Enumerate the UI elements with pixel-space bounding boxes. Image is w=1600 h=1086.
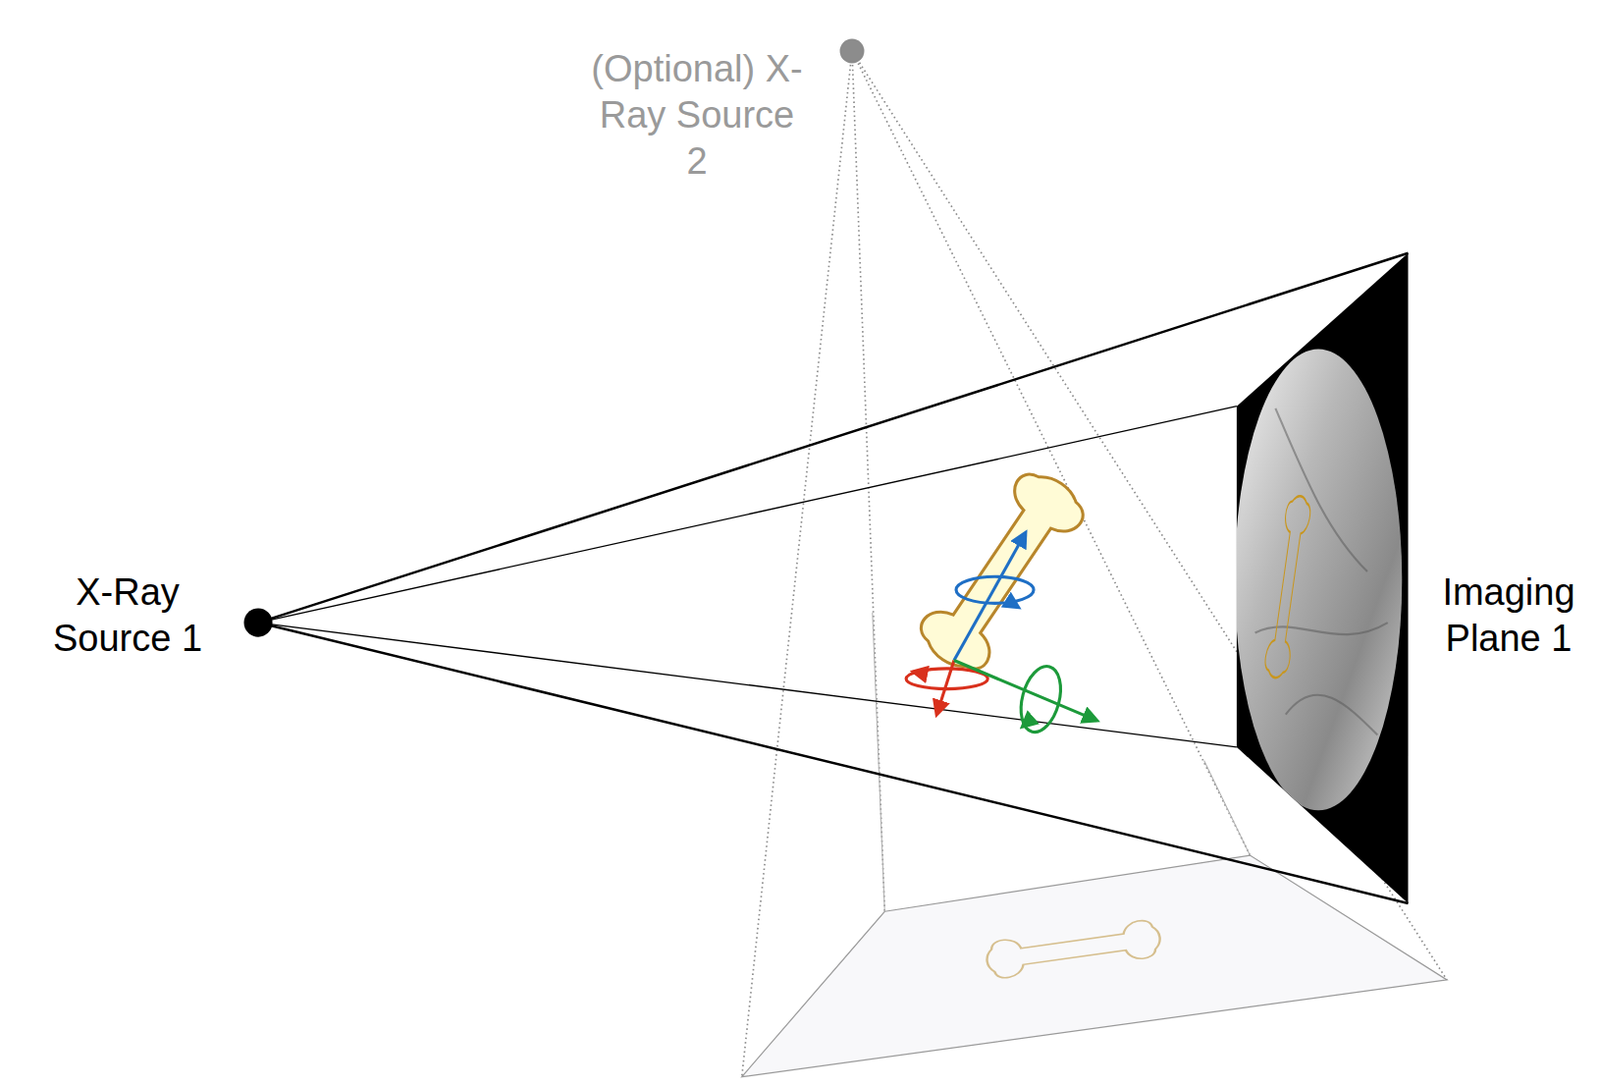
xray-image [1234, 349, 1402, 811]
source-label: (Optional) X-Ray Source 2 [588, 46, 805, 185]
axis-blue [954, 533, 1026, 661]
source1-rays [258, 253, 1408, 904]
source-label: X-Ray Source 1 [24, 569, 231, 662]
bone-projection-2 [984, 917, 1163, 980]
bone-projection-1 [1263, 494, 1313, 680]
pose-axes [906, 533, 1097, 737]
source2-inner-rays [872, 612, 1251, 912]
rotation-ring-green [1013, 661, 1067, 737]
xray-source-1-dot [243, 608, 272, 638]
imaging-plane-2 [742, 854, 1447, 1077]
source2-rays [742, 51, 1447, 1077]
bone [910, 462, 1093, 681]
plane-label: Imaging Plane 1 [1435, 569, 1583, 662]
axis-green [954, 660, 1098, 721]
xray-source-2-dot [840, 39, 865, 64]
axis-red [936, 660, 955, 715]
